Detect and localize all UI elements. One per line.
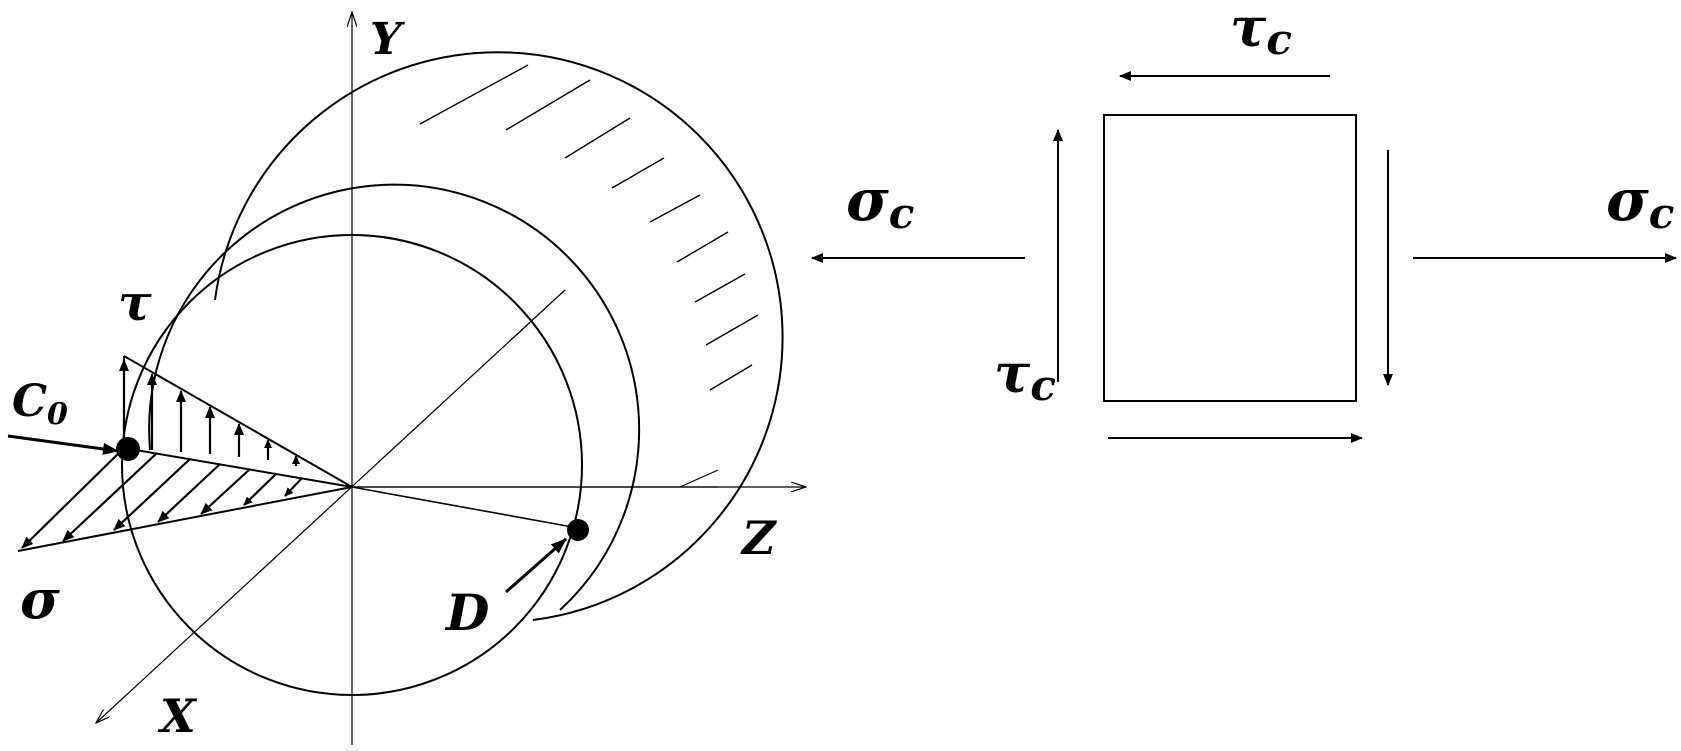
tau-top-label: τc [1230, 0, 1292, 64]
sigma-left-label: σc [846, 166, 914, 238]
axis-x-label: X [157, 689, 198, 743]
sigma-right-sub: c [1649, 189, 1675, 238]
point-c0-marker [116, 437, 140, 461]
sigma-distribution [17, 447, 353, 552]
back-cylinder-edge [214, 51, 784, 621]
tau-left-sub: c [1030, 361, 1056, 410]
sigma-left-main: σ [846, 166, 889, 234]
middle-cylinder-edge [148, 183, 641, 611]
back-edge-line [679, 469, 719, 488]
tau-left-main: τ [994, 341, 1031, 405]
sigma-left-sub: c [889, 189, 915, 238]
wall-hatching [419, 64, 759, 391]
sigma-right-main: σ [1606, 166, 1649, 234]
point-c0-sub: 0 [47, 397, 68, 432]
sigma-right-label: σc [1606, 166, 1674, 238]
point-c0-main: C [12, 376, 47, 427]
tau-distribution [119, 355, 353, 488]
axis-z-label: Z [740, 511, 777, 565]
tau-label: τ [118, 273, 152, 332]
point-d-marker [567, 519, 589, 541]
x-axis [96, 289, 566, 723]
c0-pointer-arrow [7, 434, 119, 455]
stress-element-square [1103, 114, 1357, 402]
cylinder-figure: Y Z X τ σ D C0 [7, 12, 806, 745]
tau-top-main: τ [1230, 0, 1267, 59]
radius-line-d [351, 486, 579, 529]
sigma-label: σ [20, 567, 60, 631]
point-c0-label: C0 [12, 376, 68, 432]
d-pointer-arrow [505, 537, 567, 594]
point-d-label: D [444, 583, 489, 642]
tau-left-label: τc [994, 341, 1056, 410]
stress-element-figure: τc τc σc σc [811, 0, 1677, 443]
axis-y-label: Y [370, 14, 405, 65]
tau-top-sub: c [1266, 15, 1292, 64]
